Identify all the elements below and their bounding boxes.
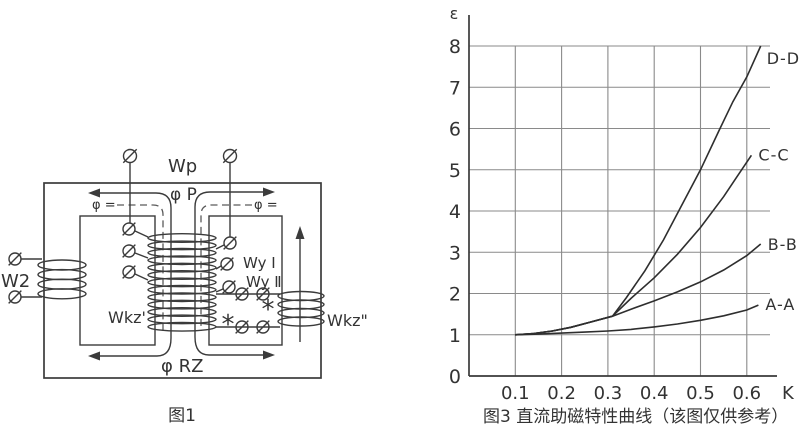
dc-flux-path-right [200, 204, 252, 331]
wkz-prime-label: Wkz' [108, 308, 146, 327]
terminal-icon [222, 280, 236, 294]
terminal-icon [256, 287, 270, 301]
curve-label-C-C: C-C [758, 145, 789, 164]
y-tick-label: 4 [449, 201, 461, 223]
flux-path-left [99, 192, 172, 357]
coils-and-terminals [8, 148, 325, 334]
w2-label: W2 [1, 271, 30, 292]
terminal-icon [220, 257, 234, 271]
terminal-icon [256, 320, 270, 334]
w2-leads [21, 258, 42, 298]
y-tick-label: 7 [449, 77, 461, 99]
arrow-up-icon [295, 226, 305, 239]
arrow-right-top-icon [263, 187, 275, 197]
terminal-icon [122, 244, 136, 258]
center-leg-coil [147, 232, 217, 332]
terminal-icon [223, 236, 237, 250]
figure1-schematic: Wp φ P φ = φ = W2 Wkz' Wy I Wy Ⅱ * * Wkz… [1, 148, 368, 426]
right-tap-connectors [215, 244, 225, 293]
terminal-icon [122, 222, 136, 236]
polarity-mark-1: * [262, 295, 275, 325]
terminal-icon [8, 252, 22, 266]
x-tick-label: 0.3 [594, 383, 623, 404]
polarity-mark-2: * [222, 310, 235, 340]
arrow-left-bottom-icon [88, 351, 100, 361]
curve-label-B-B: B-B [768, 235, 798, 254]
terminal-icon [222, 148, 238, 164]
arrow-left-top-icon [88, 188, 100, 198]
x-tick-label: 0.6 [732, 383, 761, 404]
y-tick-label: 3 [449, 242, 461, 264]
wkz-dprime-label: Wkz" [327, 311, 368, 330]
wy1-label: Wy I [243, 254, 276, 272]
phi-eq-left-label: φ = [92, 198, 116, 213]
curve-B-B [515, 243, 762, 336]
y-tick-label: 8 [449, 36, 461, 58]
phi-p-label: φ P [170, 185, 197, 205]
chart-y-axis-label: ε [450, 4, 459, 23]
dc-flux-path-left [117, 204, 164, 331]
terminal-icon [122, 148, 138, 164]
w2-coil [37, 259, 87, 300]
y-tick-label: 6 [449, 119, 461, 141]
y-tick-label: 0 [449, 366, 461, 388]
phi-eq-right-label: φ = [254, 198, 278, 213]
x-tick-label: 0.4 [640, 383, 669, 404]
terminal-icon [8, 290, 22, 304]
core-window-right [208, 215, 283, 346]
figure3-caption: 图3 直流助磁特性曲线（该图仅供参考） [483, 407, 788, 427]
y-tick-label: 1 [449, 325, 461, 347]
y-tick-label: 2 [449, 284, 461, 306]
phi-rz-label: φ RZ [161, 356, 203, 377]
terminal-icon [235, 320, 249, 334]
chart-plot-area: 0 1 2 3 4 5 6 7 8 0.1 0.2 0.3 0.4 0.5 0.6 A-A B-B C-C D-D [449, 15, 799, 404]
curve-A-A [515, 304, 759, 336]
wkz-dprime-coil [277, 290, 325, 327]
figure1-caption: 图1 [168, 406, 196, 426]
terminal-icon [122, 265, 136, 279]
left-tap-connectors [134, 230, 149, 281]
curve-D-D [515, 45, 762, 336]
x-tick-label: 0.2 [547, 383, 576, 404]
terminal-icon [235, 287, 249, 301]
curve-label-D-D: D-D [767, 49, 799, 68]
wy2-label: Wy Ⅱ [246, 273, 282, 291]
x-tick-label: 0.1 [501, 383, 530, 404]
chart-x-axis-label: K [782, 383, 795, 404]
x-tick-label: 0.5 [686, 383, 715, 404]
wp-label: Wp [168, 156, 197, 177]
arrow-right-bottom-icon [263, 350, 275, 360]
curve-label-A-A: A-A [765, 295, 795, 314]
y-tick-label: 5 [449, 160, 461, 182]
